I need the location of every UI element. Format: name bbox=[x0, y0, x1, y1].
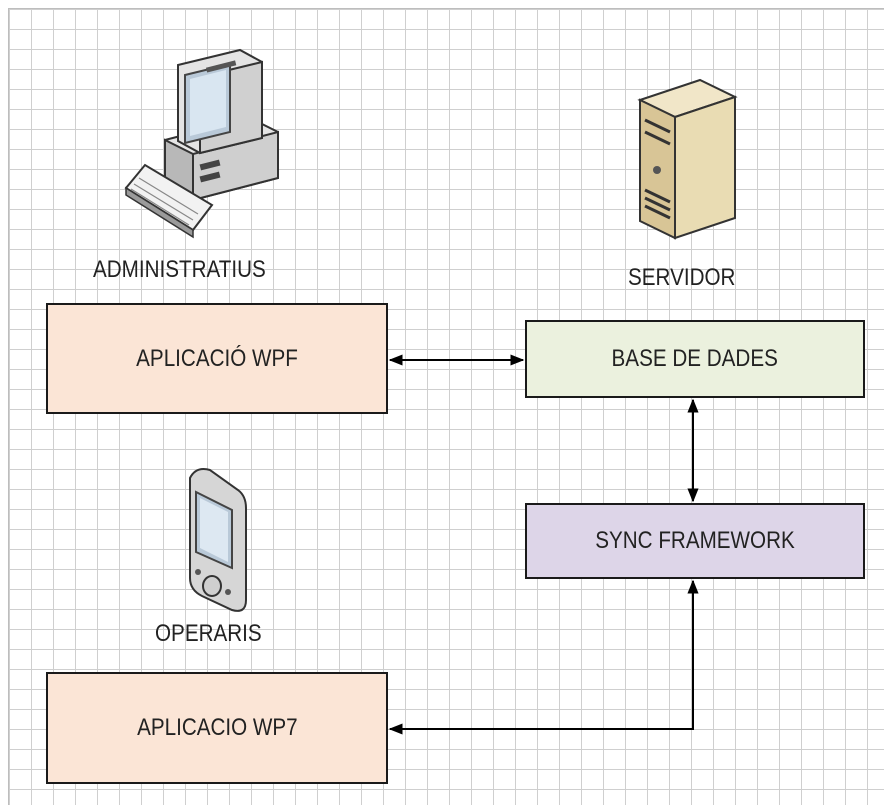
aplicacio-wpf-box: APLICACIÓ WPF bbox=[46, 303, 388, 414]
base-de-dades-box: BASE DE DADES bbox=[525, 320, 865, 398]
mobile-phone-icon bbox=[189, 468, 247, 612]
server-tower-icon bbox=[637, 78, 738, 240]
administratius-label: ADMINISTRATIUS bbox=[93, 256, 266, 283]
sync-framework-label: SYNC FRAMEWORK bbox=[595, 527, 795, 554]
desktop-computer-icon bbox=[124, 48, 279, 239]
base-de-dades-label: BASE DE DADES bbox=[611, 345, 779, 372]
sync-framework-box: SYNC FRAMEWORK bbox=[525, 503, 865, 579]
aplicacio-wpf-label: APLICACIÓ WPF bbox=[136, 344, 298, 372]
servidor-label: SERVIDOR bbox=[628, 264, 736, 291]
aplicacio-wp7-box: APLICACIO WP7 bbox=[46, 672, 388, 784]
sync-wp7-connector bbox=[388, 579, 699, 735]
operaris-label: OPERARIS bbox=[155, 620, 262, 647]
aplicacio-wp7-label: APLICACIO WP7 bbox=[136, 714, 298, 741]
